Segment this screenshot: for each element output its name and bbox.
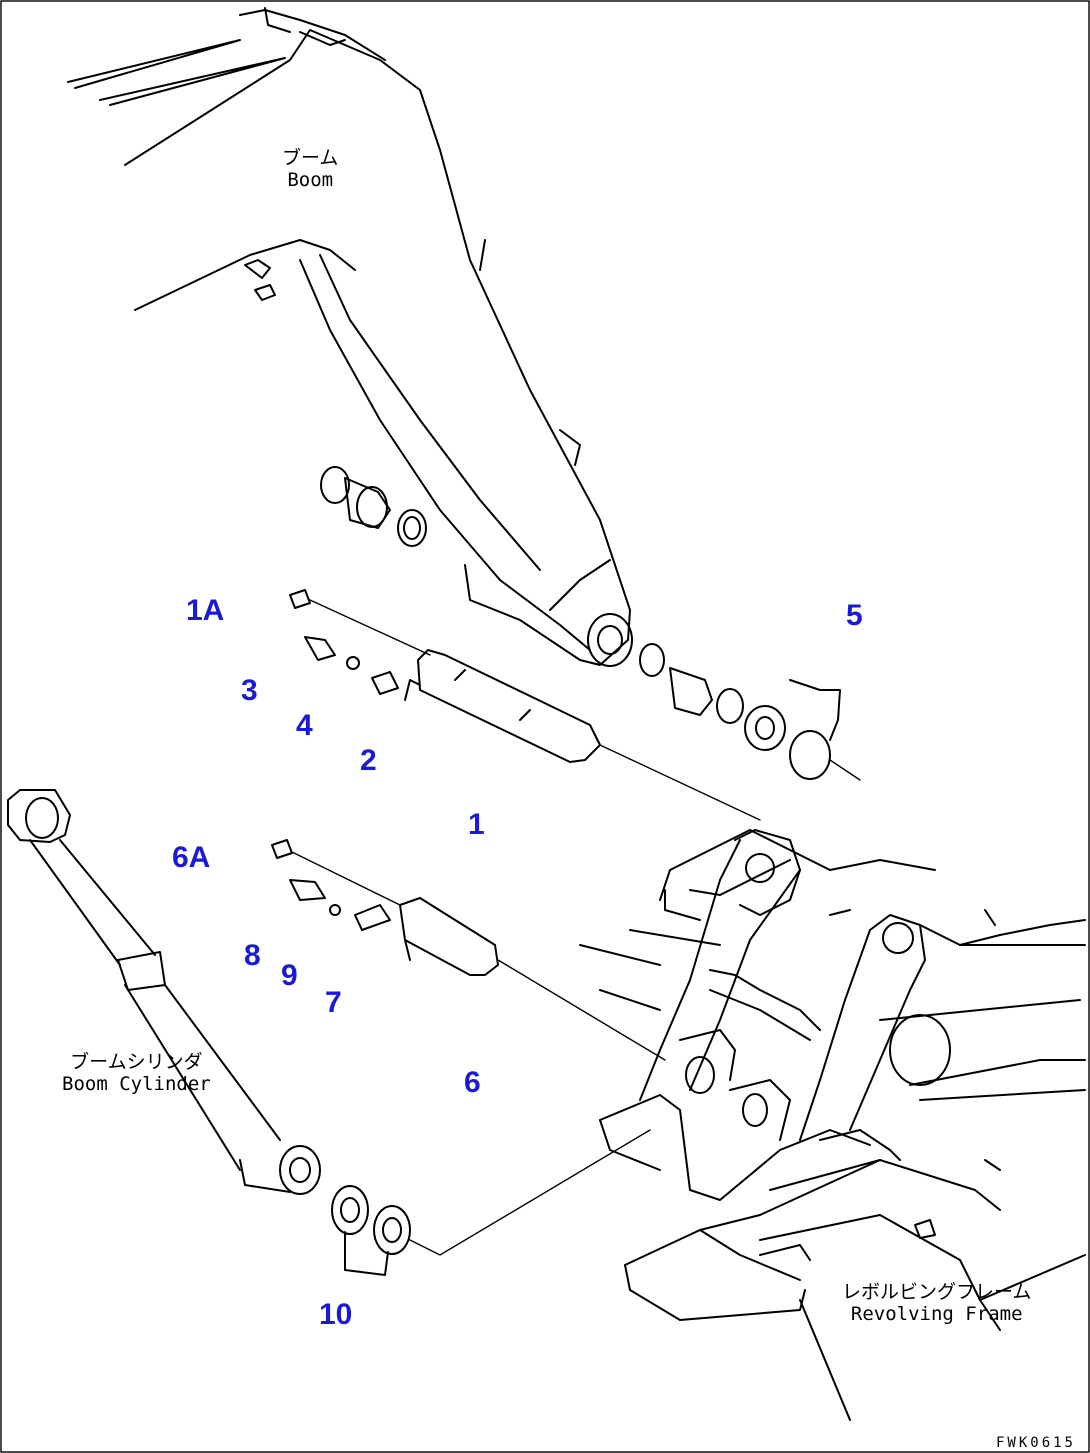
boom-cylinder-label: ブームシリンダ Boom Cylinder [62,1051,211,1096]
pin-6-assembly [271,839,666,1276]
figure-code: FWK0615 [995,1435,1076,1451]
callout-8: 8 [244,939,261,972]
boom-label-en: Boom [287,168,334,191]
callout-6: 6 [464,1066,481,1099]
callout-1: 1 [468,808,485,841]
callout-4: 4 [296,709,313,742]
revolving-frame-drawing [579,829,1086,1421]
callout-6A: 6A [172,841,211,874]
callout-2: 2 [360,744,377,777]
callout-5: 5 [846,599,863,632]
callout-10: 10 [319,1298,353,1331]
revolving-frame-label: レボルビングフレーム Revolving Frame [842,1281,1032,1326]
callout-1A: 1A [186,594,225,627]
revolving-frame-label-en: Revolving Frame [850,1302,1023,1325]
callout-7: 7 [325,986,342,1019]
callout-3: 3 [241,674,258,707]
boom-label: ブーム Boom [282,147,339,192]
revolving-frame-label-jp: レボルビングフレーム [842,1281,1032,1303]
boom-label-jp: ブーム [282,147,339,169]
boom-cylinder-label-en: Boom Cylinder [62,1072,211,1095]
boom-cylinder-label-jp: ブームシリンダ [70,1051,203,1073]
boom-drawing [67,7,633,667]
boom-cylinder-drawing [7,789,321,1195]
callout-9: 9 [281,959,298,992]
pin-1-assembly [289,589,861,821]
